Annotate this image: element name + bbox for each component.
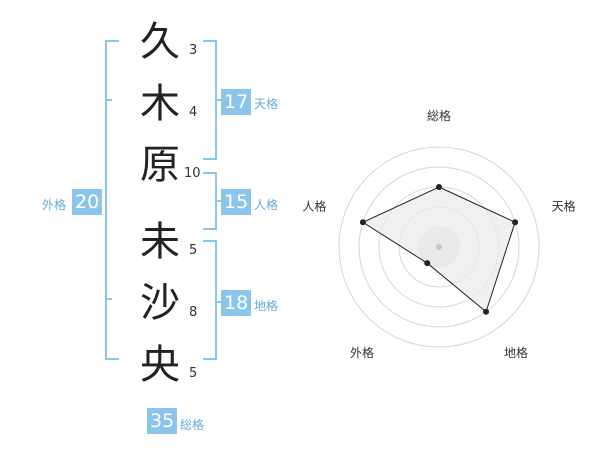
radar-axis-label: 人格 — [302, 199, 326, 214]
bracket-connector — [215, 200, 221, 202]
stroke-count-3: 10 — [184, 166, 201, 181]
gaikaku-bracket — [105, 40, 119, 360]
tenkaku-label: 天格 — [254, 97, 279, 111]
bracket-tick — [105, 99, 112, 101]
radar-axis-label: 外格 — [350, 345, 374, 360]
name-char-6: 央 — [140, 342, 180, 388]
stroke-count-2: 4 — [189, 105, 198, 120]
stroke-count-5: 8 — [189, 305, 198, 320]
name-char-5: 沙 — [140, 280, 180, 326]
name-char-2: 木 — [140, 81, 180, 127]
name-char-4: 未 — [140, 219, 180, 265]
stroke-count-6: 5 — [189, 366, 198, 381]
chikaku-value-badge: 18 — [221, 290, 252, 316]
jinkaku-label: 人格 — [254, 198, 279, 212]
radar-point — [436, 184, 442, 190]
soukaku-label: 総格 — [180, 418, 205, 432]
radar-point — [512, 219, 519, 226]
radar-center-dot — [436, 244, 442, 250]
tenkaku-value-badge: 17 — [221, 89, 252, 115]
radar-axis-label: 総格 — [427, 108, 451, 123]
chikaku-label: 地格 — [254, 299, 279, 313]
jinkaku-value-badge: 15 — [221, 189, 252, 215]
radar-axis-label: 天格 — [552, 199, 576, 214]
soukaku-value-badge: 35 — [147, 408, 178, 434]
radar-point — [359, 219, 366, 226]
gaikaku-label: 外格 — [42, 198, 67, 212]
name-char-3: 原 — [140, 142, 180, 188]
radar-point — [424, 260, 431, 267]
name-char-1: 久 — [140, 19, 180, 65]
bracket-connector — [215, 301, 221, 303]
radar-axis-label: 地格 — [504, 345, 528, 360]
stroke-count-4: 5 — [189, 243, 198, 258]
bracket-connector — [215, 99, 221, 101]
chikaku-bracket — [203, 240, 217, 360]
radar-point — [483, 308, 490, 315]
gaikaku-value-badge: 20 — [72, 189, 103, 215]
stroke-count-1: 3 — [189, 43, 198, 58]
bracket-tick — [105, 298, 112, 300]
